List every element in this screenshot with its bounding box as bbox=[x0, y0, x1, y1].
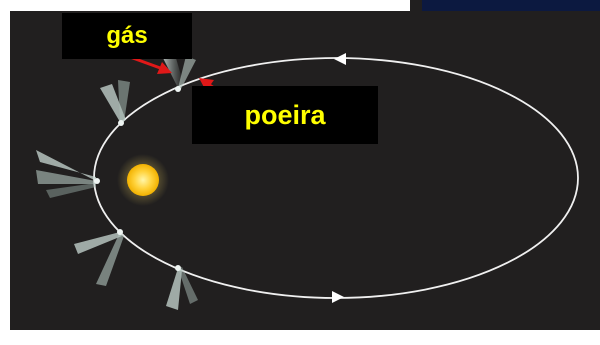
dust-label: poeira bbox=[244, 100, 325, 131]
dust-label-box: poeira bbox=[192, 86, 378, 144]
top-strip bbox=[10, 0, 410, 11]
gas-label-box: gás bbox=[62, 13, 192, 59]
gas-label: gás bbox=[106, 22, 147, 50]
corner-panel bbox=[422, 0, 600, 11]
sun-icon bbox=[127, 164, 159, 196]
